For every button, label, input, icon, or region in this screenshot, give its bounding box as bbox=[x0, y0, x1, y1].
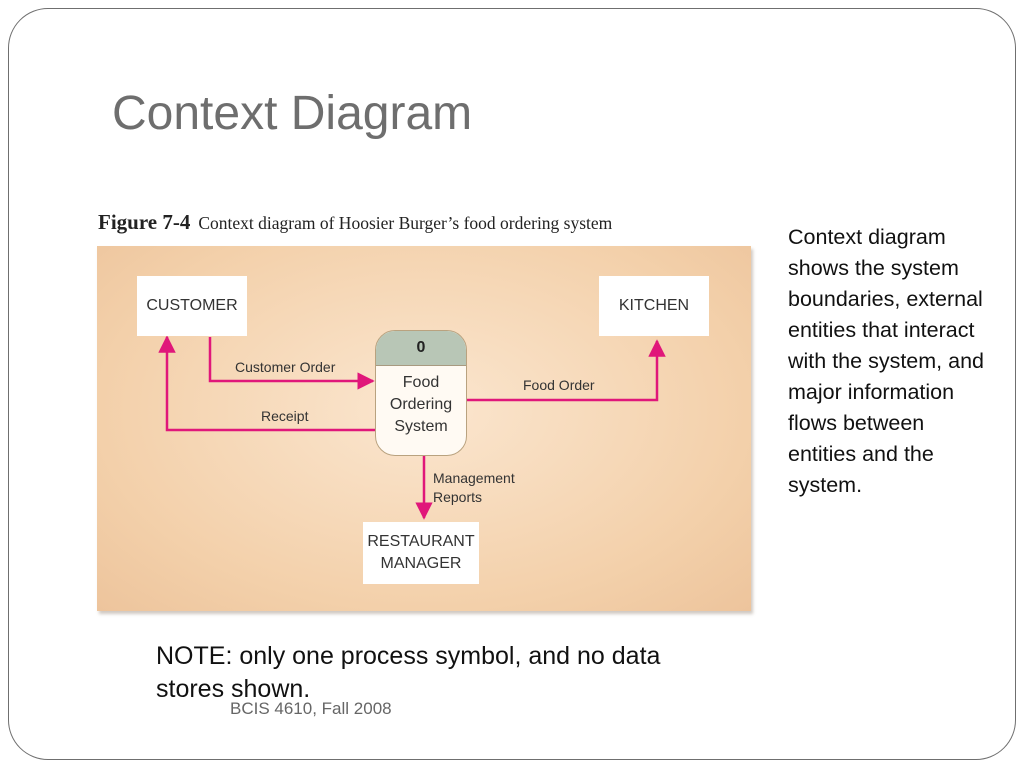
entity-restaurant-manager: RESTAURANT MANAGER bbox=[363, 522, 479, 584]
flow-label-management-reports-line2: Reports bbox=[433, 489, 483, 505]
process-name-line1: Food bbox=[402, 374, 440, 391]
slide-footer: BCIS 4610, Fall 2008 bbox=[230, 699, 392, 718]
slide-title: Context Diagram bbox=[112, 87, 473, 140]
entity-customer: CUSTOMER bbox=[137, 276, 247, 336]
process-name-line3: System bbox=[394, 418, 448, 435]
process-name-line2: Ordering bbox=[389, 396, 453, 413]
flow-label-management-reports: Management Reports bbox=[433, 469, 515, 507]
process-name: Food Ordering System bbox=[376, 366, 466, 438]
flow-label-customer-order: Customer Order bbox=[235, 359, 336, 375]
process-food-ordering-system: 0 Food Ordering System bbox=[375, 330, 467, 456]
flow-label-receipt: Receipt bbox=[261, 408, 309, 424]
figure-caption: Figure 7-4 Context diagram of Hoosier Bur… bbox=[98, 210, 612, 235]
note-text: NOTE: only one process symbol, and no da… bbox=[156, 642, 661, 703]
entity-restaurant-manager-label-line1: RESTAURANT bbox=[367, 533, 475, 550]
process-id: 0 bbox=[376, 331, 466, 366]
receipt-arrow bbox=[158, 335, 375, 432]
figure-number: Figure 7-4 bbox=[98, 210, 191, 234]
customer-order-arrow bbox=[208, 337, 375, 390]
entity-kitchen-label: KITCHEN bbox=[618, 297, 690, 314]
entity-restaurant-manager-label-line2: MANAGER bbox=[380, 555, 462, 572]
flow-arrows bbox=[158, 335, 666, 520]
side-description: Context diagram shows the system boundar… bbox=[788, 225, 984, 497]
food-order-arrow bbox=[467, 339, 666, 402]
entity-customer-label: CUSTOMER bbox=[146, 297, 238, 314]
entity-kitchen: KITCHEN bbox=[599, 276, 709, 336]
figure-caption-text: Context diagram of Hoosier Burger’s food… bbox=[198, 213, 613, 233]
flow-label-management-reports-line1: Management bbox=[433, 470, 515, 486]
context-diagram: CUSTOMER KITCHEN RESTAURANT MANAGER 0 Fo… bbox=[97, 246, 751, 611]
flow-label-food-order: Food Order bbox=[523, 377, 595, 393]
